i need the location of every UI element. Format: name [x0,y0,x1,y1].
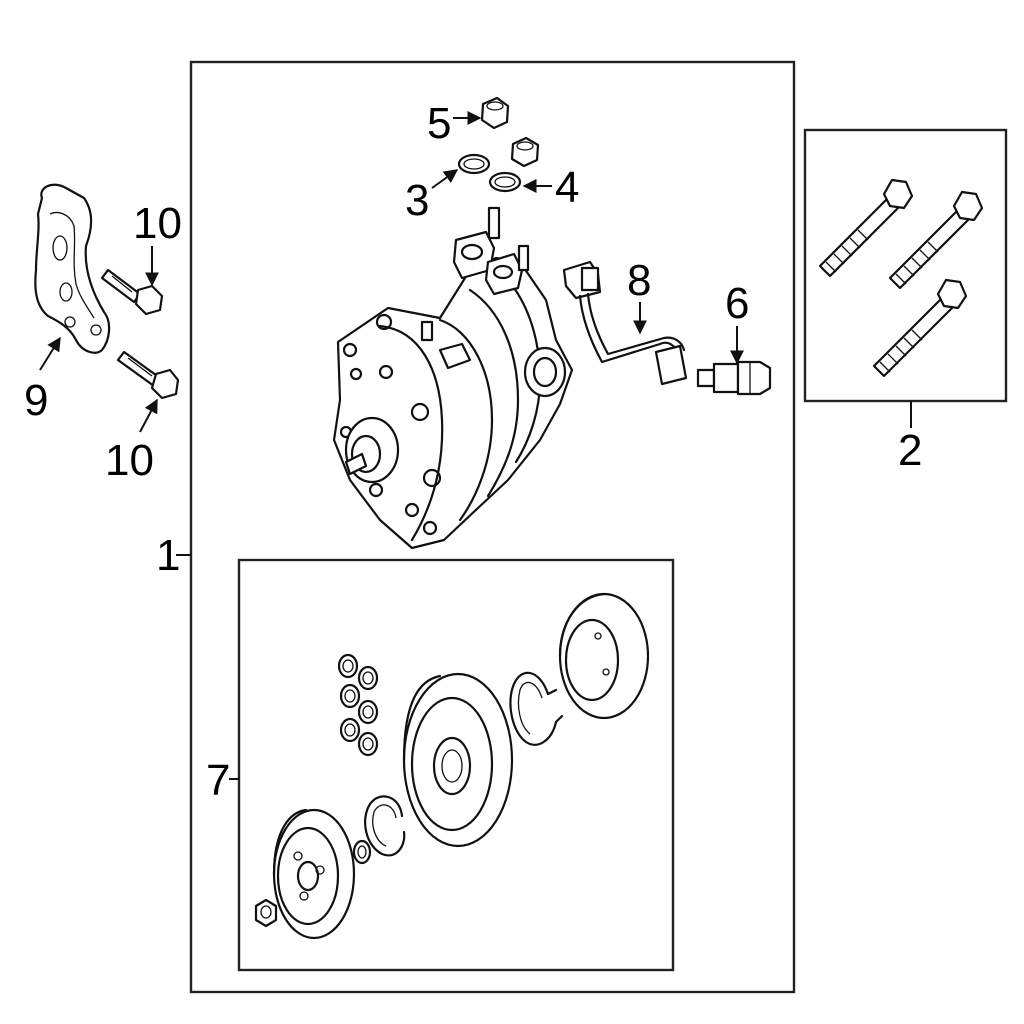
nut-icon [510,136,540,168]
leader-3 [431,169,459,189]
callout-9: 9 [24,376,48,425]
wire-harness-icon [562,260,688,386]
bolt-icon-long-2 [888,190,984,290]
bolt-icon-long-1 [818,178,914,278]
snap-ring-icon-upper [509,671,564,746]
bracket-icon [34,183,111,354]
shim-set-icon [337,653,379,757]
compressor-icon [332,206,574,550]
callout-4: 4 [555,163,579,212]
washer-icon [352,839,372,865]
callout-8: 8 [627,256,651,305]
bolt-group-frame [803,128,1008,403]
callout-2: 2 [898,426,922,475]
leader-9 [39,336,61,371]
callout-3: 3 [405,176,429,225]
callout-7: 7 [206,756,230,805]
callout-6: 6 [725,279,749,328]
coil-icon [558,592,650,720]
pressure-switch-icon [696,360,772,396]
bolt-icon-long-3 [872,278,968,378]
nut-icon-5 [480,96,510,130]
compressor-group-frame [189,60,796,994]
bolt-icon-upper [100,268,164,316]
clutch-pulley-icon [402,672,514,848]
bolt-icon-lower [116,350,180,400]
clutch-group-frame [237,558,675,972]
clutch-plate-icon [272,808,356,940]
leader-10-bottom [139,398,158,433]
snap-ring-icon-lower [364,795,406,857]
o-ring-icon-3 [457,153,491,175]
callout-5: 5 [427,99,451,148]
callout-10-bottom: 10 [105,436,154,485]
callout-10-top: 10 [133,199,182,248]
nut-icon-clutch [254,898,278,928]
o-ring-icon-4 [488,171,522,193]
